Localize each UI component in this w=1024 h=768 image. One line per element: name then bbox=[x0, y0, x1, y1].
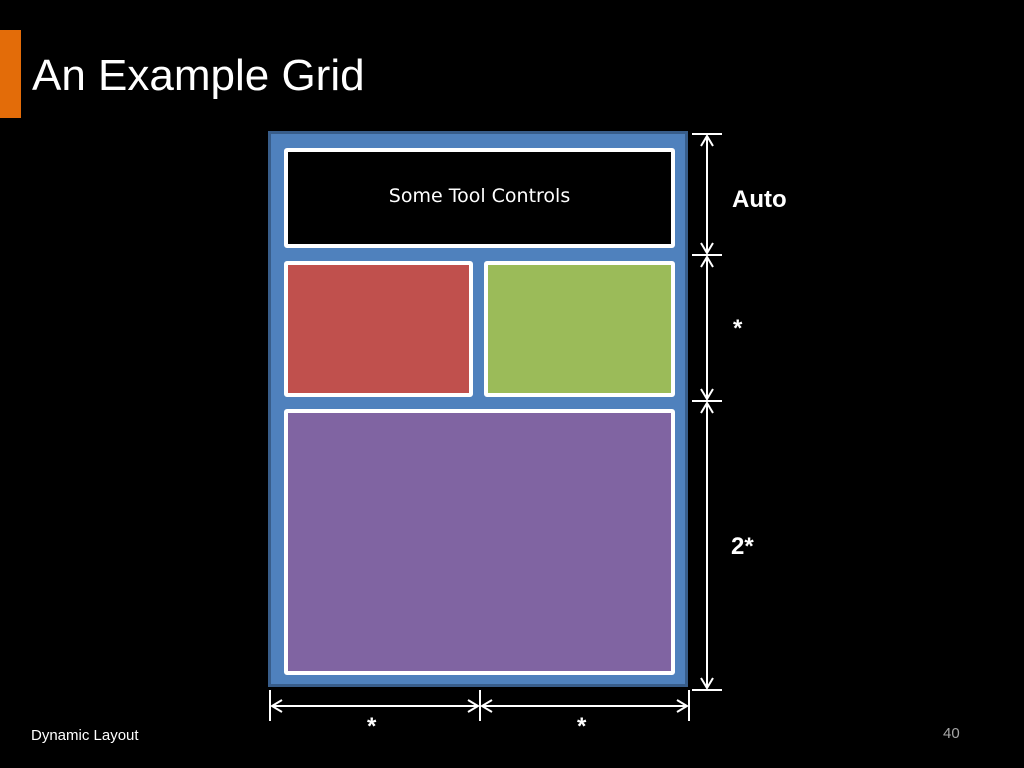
row-size-label-star: * bbox=[733, 315, 743, 342]
green-cell bbox=[484, 261, 675, 397]
row-arrow-2star bbox=[700, 401, 714, 690]
column-size-label-1: * bbox=[367, 713, 377, 740]
col-arrow-2 bbox=[480, 699, 689, 713]
toolbar-cell: Some Tool Controls bbox=[284, 148, 675, 248]
slide-title: An Example Grid bbox=[32, 51, 365, 100]
red-cell bbox=[284, 261, 473, 397]
footer-text: Dynamic Layout bbox=[31, 727, 139, 744]
toolbar-cell-label: Some Tool Controls bbox=[388, 185, 571, 207]
column-size-label-2: * bbox=[577, 713, 587, 740]
row-arrow-star bbox=[700, 255, 714, 401]
purple-cell bbox=[284, 409, 675, 675]
col-arrow-1 bbox=[270, 699, 480, 713]
row-size-label-2star: 2* bbox=[731, 533, 754, 560]
title-accent-bar bbox=[0, 30, 21, 118]
page-number: 40 bbox=[943, 725, 960, 742]
row-size-label-auto: Auto bbox=[732, 186, 787, 213]
row-arrow-auto bbox=[700, 134, 714, 255]
